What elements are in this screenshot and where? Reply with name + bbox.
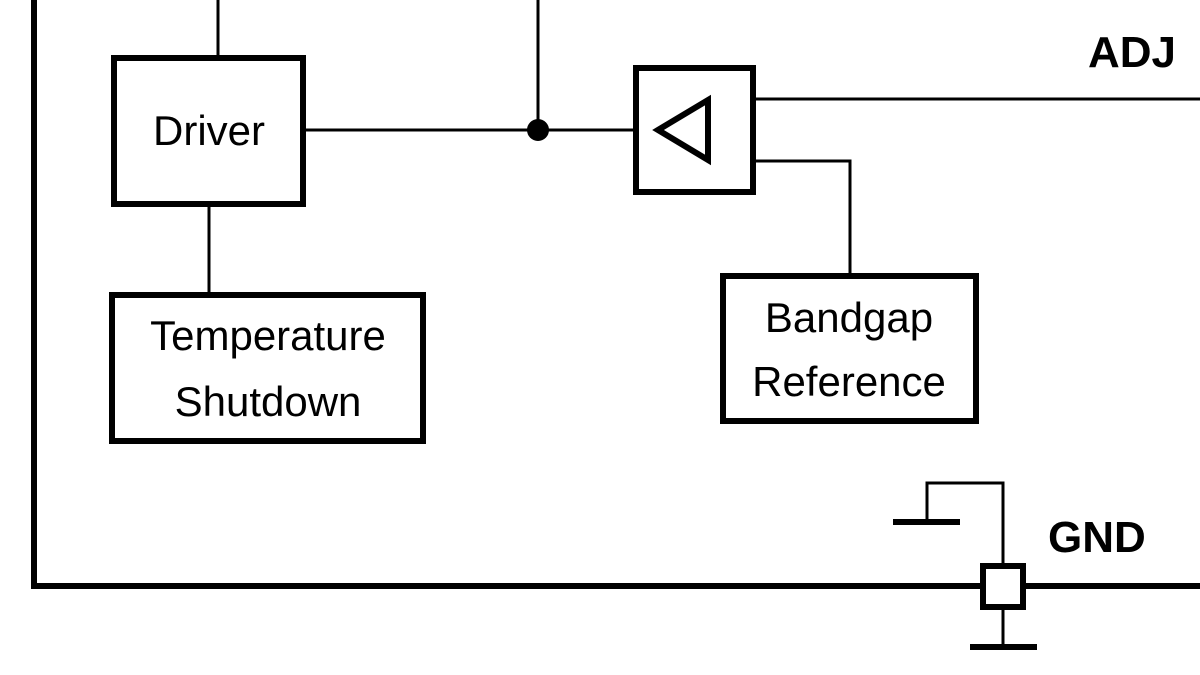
wire-ground-to-pin — [925, 481, 1005, 566]
bandgap-reference-box — [720, 273, 979, 424]
temperature-shutdown-block: Temperature Shutdown — [109, 292, 426, 444]
bandgap-reference-label-line1: Bandgap — [765, 294, 933, 341]
wires — [207, 0, 1200, 646]
temperature-shutdown-box — [109, 292, 426, 444]
pin-square-icon — [980, 563, 1026, 610]
adj-pin-label: ADJ — [1088, 28, 1176, 77]
junction-node — [527, 119, 549, 141]
bandgap-reference-label-line2: Reference — [752, 358, 946, 405]
error-amplifier-box — [633, 65, 756, 195]
bandgap-reference-block: Bandgap Reference — [720, 273, 979, 424]
error-amplifier-block — [633, 65, 756, 195]
temperature-shutdown-label-line1: Temperature — [150, 312, 386, 359]
gnd-pin-label: GND — [1048, 513, 1146, 562]
driver-box — [111, 55, 306, 207]
driver-block: Driver — [111, 55, 306, 207]
driver-label: Driver — [153, 107, 265, 154]
wire-amp-to-bandgap — [755, 159, 852, 274]
temperature-shutdown-label-line2: Shutdown — [175, 378, 362, 425]
triangle-left-icon — [652, 94, 711, 166]
